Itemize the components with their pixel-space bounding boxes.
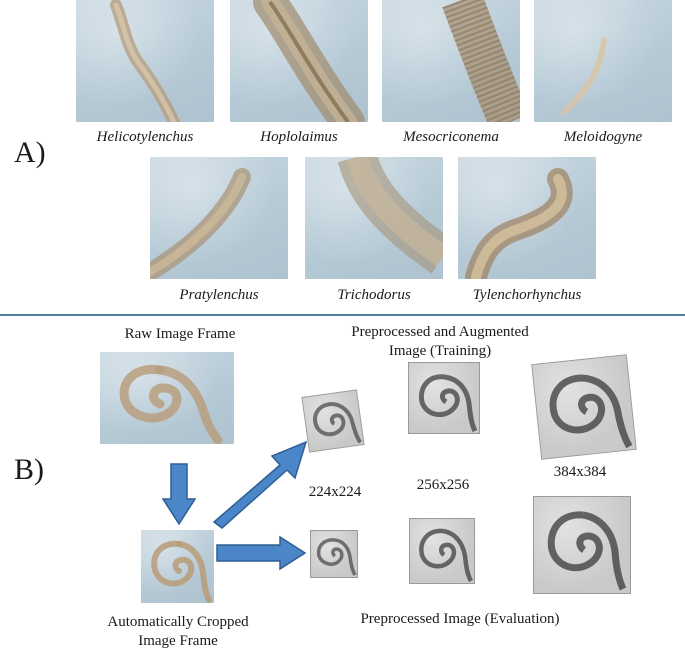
mesocriconema-caption: Mesocriconema	[403, 129, 499, 145]
evaluation-image-224	[310, 530, 358, 578]
cropped-title: Automatically Cropped Image Frame	[88, 613, 268, 651]
size-label-384: 384x384	[553, 464, 607, 480]
training-image-384	[531, 354, 637, 460]
size-label-256: 256x256	[416, 477, 470, 493]
evaluation-image-384	[533, 496, 631, 594]
hoplolaimus-caption: Hoplolaimus	[260, 129, 338, 145]
training-title: Preprocessed and Augmented Image (Traini…	[320, 323, 560, 361]
tylenchorhynchus-image	[458, 157, 596, 279]
helicotylenchus-image	[76, 0, 214, 122]
cropped-title-line1: Automatically Cropped	[107, 614, 249, 630]
training-image-224	[301, 389, 365, 453]
trichodorus-image	[305, 157, 443, 279]
training-title-line2: Image (Training)	[388, 343, 492, 359]
down-arrow-icon	[162, 463, 196, 525]
panel-b-label: B)	[14, 453, 44, 486]
cropped-title-line2: Image Frame	[138, 633, 218, 649]
mesocriconema-image	[382, 0, 520, 122]
raw-frame-title: Raw Image Frame	[124, 326, 236, 342]
tylenchorhynchus-caption: Tylenchorhynchus	[472, 287, 582, 303]
cropped-image-frame	[141, 530, 214, 603]
diagonal-arrow-icon	[212, 440, 308, 529]
size-label-224: 224x224	[308, 484, 362, 500]
raw-image-frame	[100, 352, 234, 444]
panel-divider	[0, 314, 685, 316]
hoplolaimus-image	[230, 0, 368, 122]
training-image-256	[408, 362, 480, 434]
meloidogyne-caption: Meloidogyne	[563, 129, 643, 145]
trichodorus-caption: Trichodorus	[337, 287, 411, 303]
helicotylenchus-caption: Helicotylenchus	[96, 129, 194, 145]
pratylenchus-caption: Pratylenchus	[179, 287, 259, 303]
evaluation-image-256	[409, 518, 475, 584]
meloidogyne-image	[534, 0, 672, 122]
right-arrow-icon	[216, 535, 306, 571]
evaluation-title: Preprocessed Image (Evaluation)	[360, 611, 560, 627]
training-title-line1: Preprocessed and Augmented	[351, 324, 529, 340]
panel-a-label: A)	[14, 136, 46, 169]
pratylenchus-image	[150, 157, 288, 279]
